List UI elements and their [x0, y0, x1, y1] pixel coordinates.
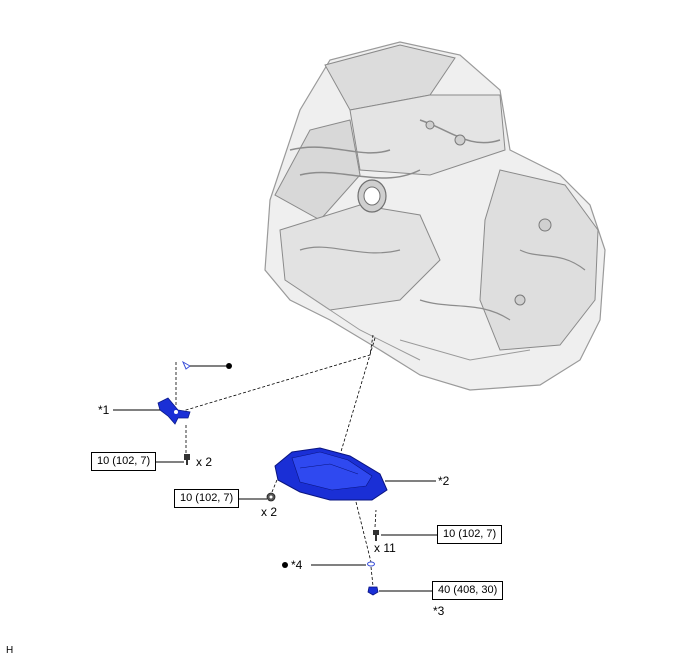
callout-4: *4	[291, 558, 303, 572]
leader-lines	[113, 365, 437, 592]
quantity-pan-nut: x 2	[261, 505, 278, 519]
torque-box-bracket-bolt: 10 (102, 7)	[91, 452, 157, 471]
torque-box-pan-bolt: 10 (102, 7)	[437, 525, 503, 544]
corner-mark: H	[6, 645, 14, 656]
bracket-bolt-part	[184, 454, 190, 465]
pan-nut-part	[266, 492, 276, 502]
engine-assembly-illustration	[264, 41, 606, 391]
gasket-part	[181, 360, 191, 370]
drain-gasket-part	[367, 561, 375, 567]
torque-box-pan-nut: 10 (102, 7)	[174, 489, 240, 508]
drain-plug-part	[367, 586, 379, 596]
guide-lines	[175, 334, 377, 587]
note-bullet-drain-gasket	[282, 562, 288, 568]
callout-3: *3	[433, 604, 445, 618]
bracket-part	[157, 397, 191, 425]
callout-1: *1	[98, 403, 110, 417]
callout-2: *2	[438, 474, 450, 488]
quantity-pan-bolt: x 11	[374, 541, 396, 555]
oil-pan-part	[274, 447, 388, 501]
torque-box-drain-plug: 40 (408, 30)	[432, 581, 504, 600]
pan-bolt-part	[373, 530, 379, 541]
quantity-bracket-bolt: x 2	[196, 455, 213, 469]
note-bullet-gasket	[226, 363, 232, 369]
